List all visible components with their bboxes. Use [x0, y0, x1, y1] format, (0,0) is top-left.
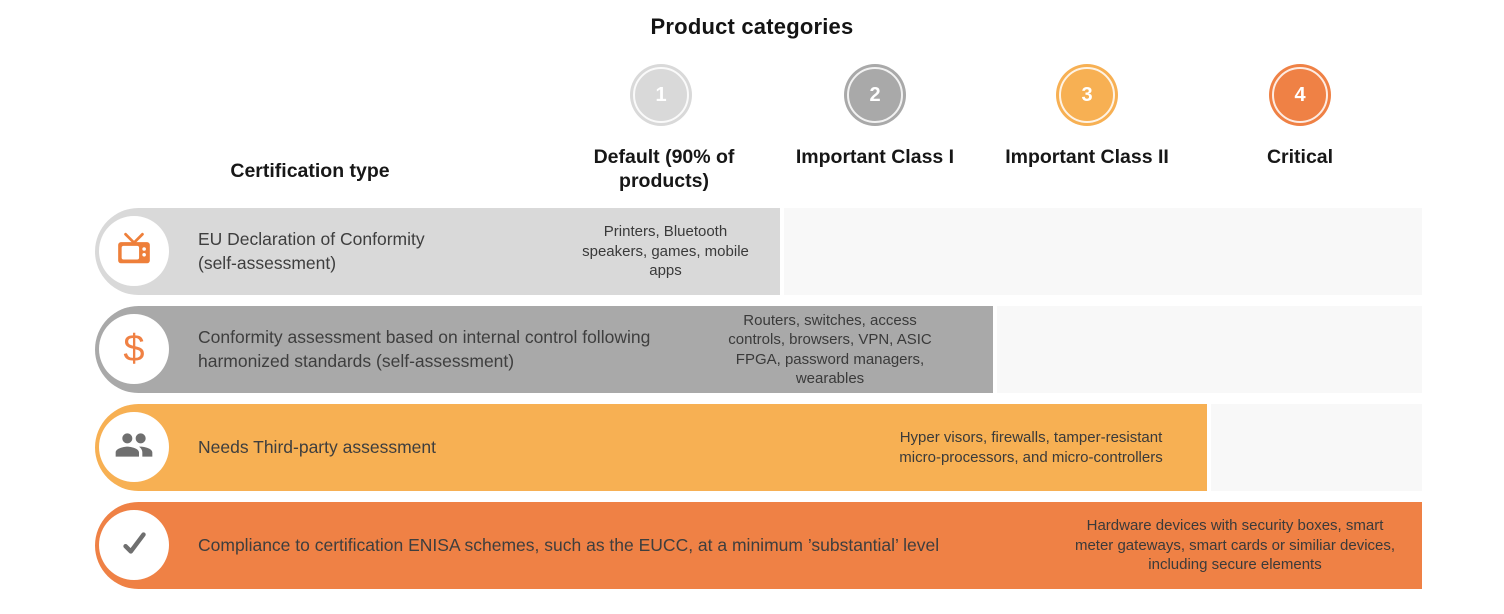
tv-icon — [115, 232, 153, 271]
row-label: Needs Third-party assessment — [198, 436, 436, 457]
table-row-eu-declaration: EU Declaration of Conformity (self-asses… — [95, 208, 1422, 295]
row-extension — [1211, 404, 1422, 491]
category-badge-1: 1 — [630, 64, 692, 126]
row-icon-circle — [99, 510, 169, 580]
people-icon — [114, 425, 154, 470]
row-extension — [997, 306, 1422, 393]
row-icon-circle — [99, 412, 169, 482]
page-title: Product categories — [650, 14, 854, 39]
dollar-icon: $ — [123, 328, 145, 370]
row-icon-circle — [99, 216, 169, 286]
column-header-default: Default (90% of products) — [593, 146, 735, 192]
category-badge-3: 3 — [1056, 64, 1118, 126]
row-bar — [95, 502, 1422, 589]
column-header-important-class-1: Important Class I — [795, 146, 955, 168]
row-products: Hyper visors, firewalls, tamper-resistan… — [899, 429, 1163, 466]
row-bar — [95, 306, 993, 393]
row-bar — [95, 404, 1207, 491]
row-products: Routers, switches, access controls, brow… — [728, 311, 932, 388]
category-badge-2: 2 — [844, 64, 906, 126]
row-label: Conformity assessment based on internal … — [198, 326, 651, 371]
row-icon-circle: $ — [99, 314, 169, 384]
category-badge-4: 4 — [1269, 64, 1331, 126]
check-icon — [115, 524, 153, 567]
row-products: Hardware devices with security boxes, sm… — [1074, 517, 1396, 574]
row-label: Compliance to certification ENISA scheme… — [198, 534, 940, 555]
category-badge-number: 4 — [1294, 83, 1306, 106]
table-row-enisa-certification: Compliance to certification ENISA scheme… — [95, 502, 1422, 589]
column-header-critical: Critical — [1266, 146, 1334, 168]
column-header-certification-type: Certification type — [230, 160, 390, 182]
row-bar — [95, 208, 780, 295]
row-label: EU Declaration of Conformity (self-asses… — [198, 228, 425, 273]
category-badge-number: 2 — [869, 83, 881, 106]
row-products: Printers, Bluetooth speakers, games, mob… — [582, 223, 749, 280]
category-badge-number: 3 — [1081, 83, 1093, 106]
row-extension — [784, 208, 1422, 295]
column-header-important-class-2: Important Class II — [1005, 146, 1169, 168]
table-row-internal-control: $ Conformity assessment based on interna… — [95, 306, 1422, 393]
table-row-third-party: Needs Third-party assessment Hyper visor… — [95, 404, 1422, 491]
category-badge-number: 1 — [655, 83, 667, 106]
